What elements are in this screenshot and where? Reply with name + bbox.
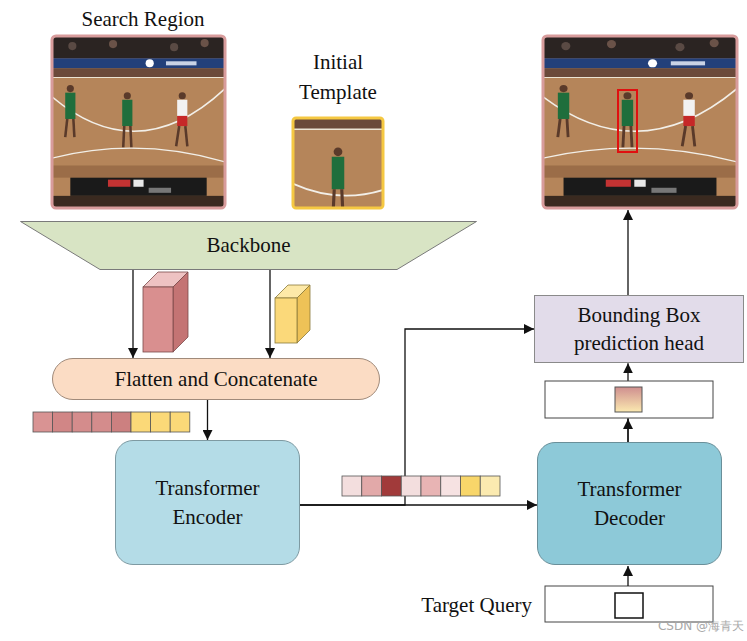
token-cell: [170, 412, 190, 432]
node-label: Backbone: [207, 231, 291, 259]
token-cell: [362, 476, 382, 496]
backbone-trapezoid: Backbone: [20, 221, 477, 270]
token-cell: [111, 412, 131, 432]
token-cell: [461, 476, 481, 496]
template-feature-cuboid: [275, 298, 297, 343]
node-label: Bounding Box prediction head: [544, 301, 734, 358]
node-label: Transformer Encoder: [138, 474, 278, 531]
token-cell: [342, 476, 362, 496]
search-region-image: [52, 36, 225, 208]
flow-arrow: [269, 270, 270, 358]
output-image: [537, 36, 742, 208]
flatten-concat-box: Flatten and Concatenate: [52, 358, 380, 400]
token-cell: [131, 412, 151, 432]
query-label: Target Query: [372, 590, 532, 620]
image-caption: Search Region: [43, 4, 243, 34]
token-cell: [92, 412, 112, 432]
token-cell: [151, 412, 171, 432]
decoder-output-box: [545, 381, 713, 442]
token-cell: [382, 476, 402, 496]
flow-arrow: [300, 329, 534, 505]
template-feature-cuboid: [275, 285, 310, 343]
encoder-box: Transformer Encoder: [115, 440, 300, 565]
node-label: Transformer Decoder: [560, 475, 700, 532]
output-image: [618, 90, 637, 152]
bbox-head-box: Bounding Box prediction head: [534, 295, 744, 364]
token-cell: [72, 412, 92, 432]
output-arrow: [627, 210, 628, 300]
token-cell: [53, 412, 73, 432]
token-cell: [441, 476, 461, 496]
flow-arrow: [132, 270, 133, 358]
token-cell: [480, 476, 500, 496]
search-feature-cuboid: [173, 272, 188, 352]
token-cell: [33, 412, 53, 432]
target-query-box: [545, 586, 713, 622]
token-cell: [421, 476, 441, 496]
template-feature-cuboid: [297, 285, 310, 343]
encoder-token-strip: [342, 476, 500, 496]
target-query-box: [545, 566, 713, 622]
search-region-image: [47, 36, 230, 208]
search-feature-cuboid: [143, 272, 188, 352]
decoder-box: Transformer Decoder: [537, 442, 722, 565]
output-image: [537, 36, 742, 208]
output-image: [537, 36, 742, 208]
search-feature-cuboid: [143, 287, 173, 352]
token-cell: [401, 476, 421, 496]
decoder-output-box: [627, 419, 628, 442]
search-region-image: [47, 36, 230, 208]
search-region-image: [47, 36, 230, 208]
concat-token-strip: [33, 412, 190, 432]
template-image: [293, 118, 383, 208]
node-label: Flatten and Concatenate: [115, 365, 318, 393]
decoder-output-box: [545, 381, 713, 418]
target-query-box: [615, 593, 643, 618]
trapezoid-outline: [21, 222, 477, 270]
output-image: [543, 36, 737, 208]
target-query-box: [627, 566, 628, 586]
flow-arrow: [207, 400, 208, 440]
decoder-output-box: [615, 387, 642, 412]
watermark: CSDN @海青天: [626, 618, 744, 634]
image-caption: Initial Template: [283, 47, 393, 107]
output-arrow: [628, 210, 629, 300]
